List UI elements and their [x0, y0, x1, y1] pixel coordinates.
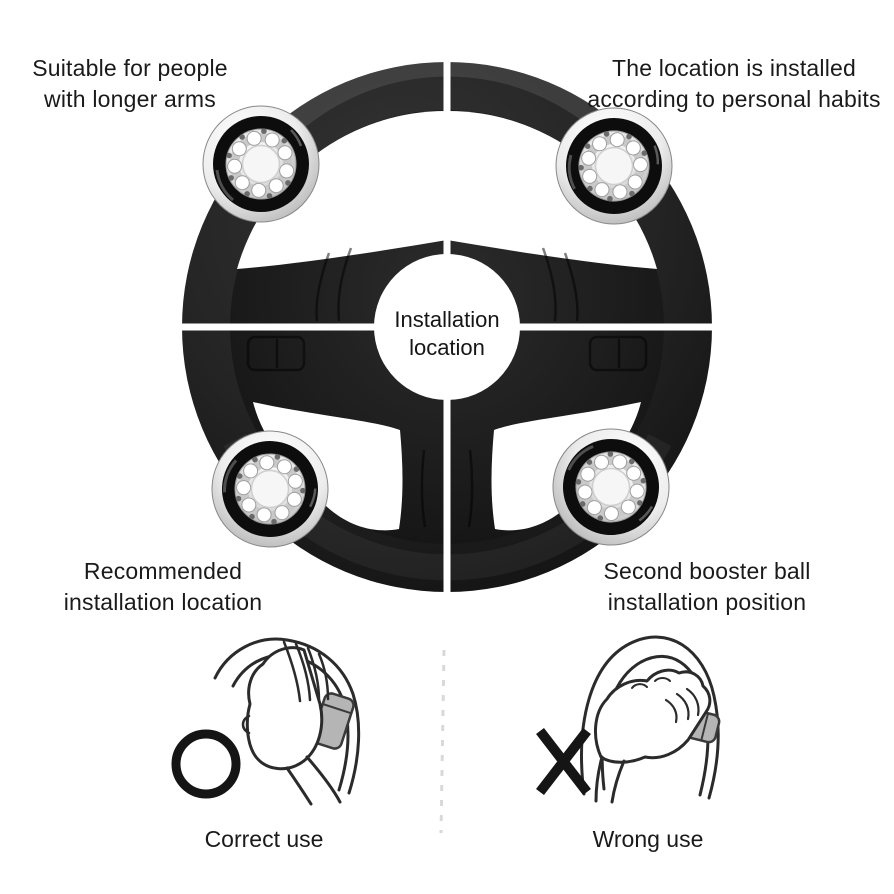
correct-use-caption: Correct use [204, 826, 324, 852]
wrong-use-caption: Wrong use [592, 826, 704, 852]
cross-mark-icon [536, 727, 591, 796]
booster-ball-top-left [203, 106, 319, 222]
wheel-rim-outline [580, 635, 720, 800]
annotation-line: Suitable for people [32, 55, 228, 81]
wrist-line [594, 755, 604, 803]
hand-palm-drawing [245, 646, 324, 771]
correct-use-illustration [171, 637, 361, 806]
annotation-top-right: The location is installed according to p… [584, 53, 884, 115]
center-label-line: location [409, 335, 485, 360]
dashed-divider [439, 649, 446, 834]
wrist-line [305, 755, 342, 804]
hand-grip-drawing [594, 668, 712, 764]
annotation-line: according to personal habits [587, 86, 881, 112]
wheel-rim-outline [213, 637, 361, 795]
annotation-bottom-right: Second booster ball installation positio… [557, 556, 857, 618]
finger-curl-lines [664, 687, 700, 724]
circle-mark-icon [171, 729, 241, 799]
installation-location-badge [374, 254, 520, 400]
annotation-line: Recommended [83, 558, 243, 584]
spoke-contours [246, 247, 648, 528]
annotation-line: with longer arms [44, 86, 216, 112]
wrong-use-illustration [536, 635, 721, 804]
annotation-line: The location is installed [611, 55, 857, 81]
annotation-line: Second booster ball [603, 558, 811, 584]
annotation-line: installation location [63, 589, 263, 615]
finger-lines [282, 640, 330, 703]
center-label-line: Installation [394, 307, 500, 332]
center-label: Installation location [347, 306, 547, 362]
knuckle-lines [631, 677, 671, 689]
annotation-line: installation position [607, 589, 807, 615]
annotation-bottom-left: Recommended installation location [63, 556, 263, 618]
annotation-top-left: Suitable for people with longer arms [24, 53, 236, 115]
